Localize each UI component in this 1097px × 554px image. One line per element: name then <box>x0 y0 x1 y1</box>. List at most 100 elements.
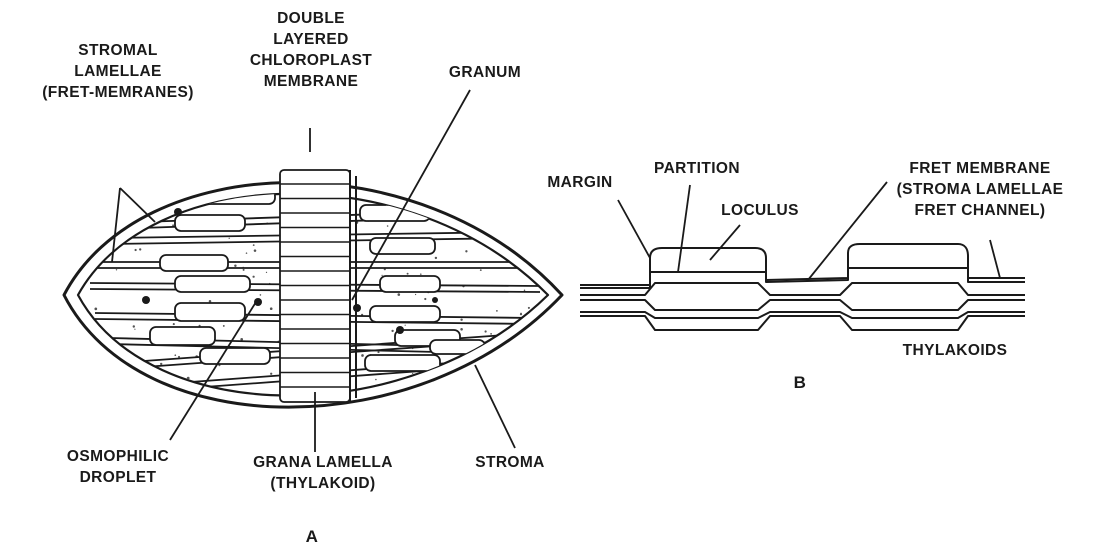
stroma-dot <box>130 182 131 183</box>
stroma-dot <box>490 333 492 335</box>
stroma-dot <box>387 225 389 227</box>
stroma-dot <box>542 280 544 282</box>
stroma-dot <box>134 249 136 251</box>
stroma-dot <box>460 319 462 321</box>
stroma-dot <box>97 196 98 197</box>
stroma-dot <box>467 405 469 407</box>
stroma-dot <box>526 242 527 243</box>
stroma-dot <box>145 364 147 366</box>
stroma-dot <box>142 213 144 215</box>
stroma-dot <box>497 340 499 342</box>
stroma-dot <box>79 408 81 410</box>
stroma-dot <box>488 417 490 419</box>
stroma-dot <box>494 391 497 394</box>
stroma-dot <box>509 405 511 407</box>
partition-label: PARTITION <box>632 158 762 179</box>
stroma-label: STROMA <box>455 452 565 473</box>
stroma-dot <box>84 226 85 227</box>
stroma-dot <box>88 405 90 407</box>
stroma-dot <box>524 348 525 349</box>
stroma-dot <box>433 371 435 373</box>
stroma-dot <box>538 242 540 244</box>
stroma-dot <box>134 329 135 330</box>
stroma-dot <box>513 369 515 371</box>
stroma-dot <box>89 392 91 394</box>
stroma-dot <box>398 293 401 296</box>
stroma-dot <box>474 233 476 235</box>
stroma-dot <box>415 294 416 295</box>
stroma-dot <box>510 174 512 176</box>
stroma-dot <box>114 367 117 370</box>
stroma-dot <box>152 410 155 413</box>
stroma-dot <box>137 177 138 178</box>
stroma-dot <box>529 166 531 168</box>
stroma-dot <box>85 427 87 429</box>
stroma-dot <box>463 224 465 226</box>
osmophilic-droplet-label: OSMOPHILIC DROPLET <box>58 446 178 488</box>
stroma-dot <box>487 344 488 345</box>
stroma-dot <box>407 273 409 275</box>
stroma-dot <box>243 269 245 271</box>
stroma-dot <box>474 233 476 235</box>
margin-label: MARGIN <box>535 172 625 193</box>
stroma-dot <box>457 187 460 190</box>
stroma-dot <box>91 240 93 242</box>
stroma-dot <box>460 328 463 331</box>
stroma-dot <box>403 400 404 401</box>
stroma-dot <box>457 206 458 207</box>
stroma-dot <box>80 384 83 387</box>
stroma-dot <box>100 367 102 369</box>
panel-b-label: B <box>788 372 812 393</box>
stroma-dot <box>458 192 460 194</box>
stroma-dot <box>535 346 537 348</box>
stroma-dot <box>97 425 99 427</box>
thylakoids-label: THYLAKOIDS <box>880 340 1030 361</box>
stroma-dot <box>474 189 476 191</box>
stroma-dot <box>469 171 471 173</box>
stroma-dot <box>506 391 508 393</box>
stroma-dot <box>520 266 522 268</box>
stroma-dot <box>131 407 132 408</box>
stroma-dot <box>376 198 378 200</box>
stroma-dot <box>496 310 498 312</box>
stroma-dot <box>136 216 138 218</box>
fret-membrane-label: FRET MEMBRANE (STROMA LAMELLAE FRET CHAN… <box>870 158 1090 221</box>
stroma-dot <box>255 401 256 402</box>
stroma-dot <box>512 160 513 161</box>
stroma-dot <box>371 401 374 404</box>
stroma-dot <box>80 326 82 328</box>
stroma-dot <box>426 417 428 419</box>
stroma-dot <box>364 415 366 417</box>
loculus-label: LOCULUS <box>705 200 815 221</box>
stroma-dot <box>420 273 422 275</box>
stroma-dot <box>506 174 508 176</box>
stroma-dot <box>191 397 193 399</box>
stroma-dot <box>513 345 515 347</box>
stroma-dot <box>227 161 228 162</box>
stroma-dot <box>187 377 190 380</box>
stroma-dot <box>172 167 174 169</box>
stroma-dot <box>189 404 191 406</box>
stroma-dot <box>446 386 447 387</box>
stroma-dot <box>424 298 426 300</box>
stroma-dot <box>502 209 505 212</box>
stroma-dot <box>266 165 268 167</box>
stroma-dot <box>151 409 153 411</box>
stroma-dot <box>465 250 467 252</box>
stroma-dot <box>361 354 364 357</box>
stroma-dot <box>484 330 486 332</box>
stroma-dot <box>504 173 506 175</box>
stroma-dot <box>486 379 488 381</box>
stroma-dot <box>116 269 117 270</box>
stroma-dot <box>178 177 180 179</box>
stroma-dot <box>489 232 491 234</box>
stroma-dot <box>501 206 503 208</box>
stroma-dot <box>84 416 86 418</box>
stroma-dot <box>375 379 377 381</box>
stroma-dot <box>486 372 488 374</box>
stroma-dot <box>103 367 105 369</box>
stroma-dot <box>173 323 175 325</box>
stroma-dot <box>121 175 123 177</box>
stroma-dot <box>367 419 369 421</box>
stroma-dot <box>350 405 353 408</box>
